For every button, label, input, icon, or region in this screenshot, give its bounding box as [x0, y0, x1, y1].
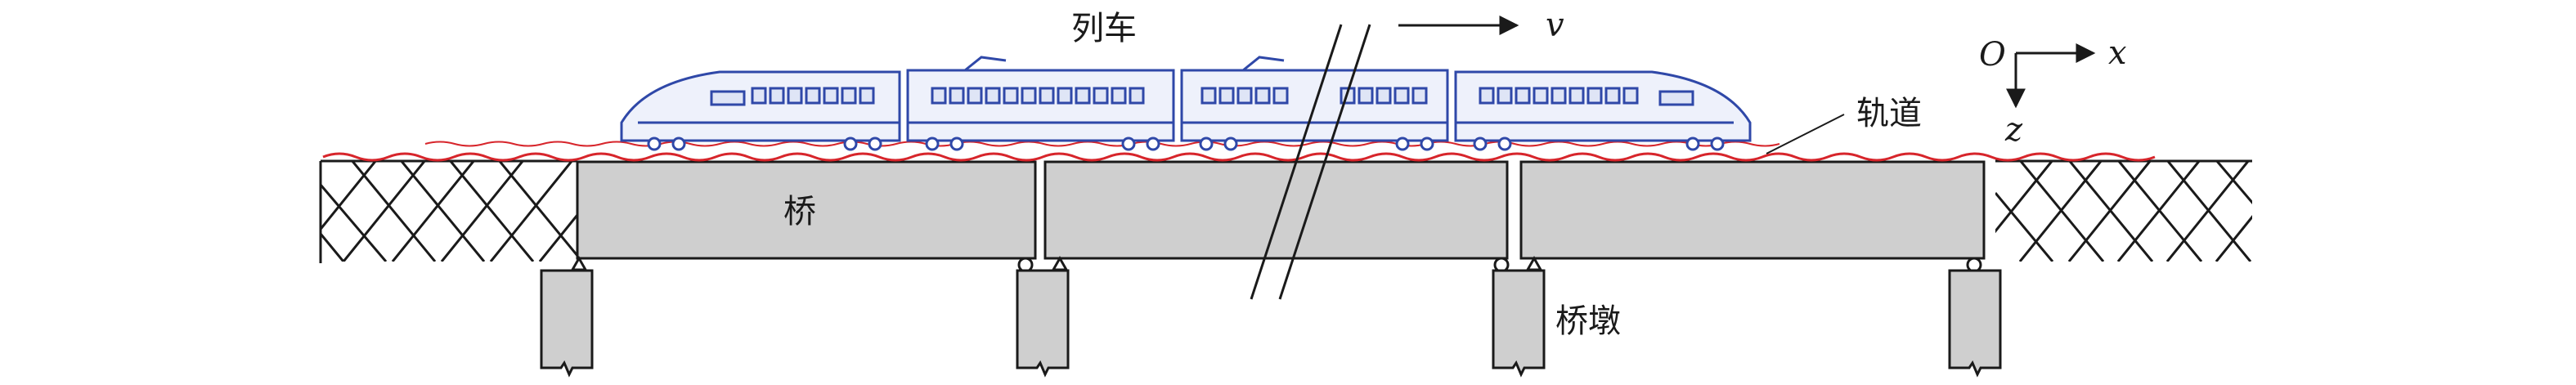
- train: [620, 56, 1752, 151]
- train-car-4: [1454, 70, 1752, 142]
- track-line-2: [424, 141, 1780, 147]
- break-mark: [1250, 24, 1371, 300]
- bridge-girders: [576, 160, 1986, 260]
- bridge-piers: [540, 269, 2002, 378]
- bridge-span-3: [1519, 160, 1986, 260]
- origin-label: O: [1979, 36, 2006, 74]
- z-axis-label: z: [2004, 111, 2023, 149]
- bridge-span-2: [1043, 160, 1509, 260]
- pier-label: 桥墩: [1555, 302, 1621, 340]
- pier-2: [1016, 269, 1070, 378]
- pier-4: [1948, 269, 2002, 378]
- bridge-label: 桥: [783, 193, 816, 231]
- velocity-label: v: [1546, 7, 1564, 44]
- right-abutment: [1995, 159, 2252, 262]
- track-label: 轨道: [1856, 95, 1922, 132]
- pier-1: [540, 269, 594, 378]
- pier-3: [1492, 269, 1546, 378]
- bridge-bearings: [570, 255, 1982, 273]
- train-car-2: [906, 69, 1175, 142]
- x-axis-label: x: [2108, 34, 2127, 72]
- bridge-span-1: [576, 160, 1037, 260]
- track-line: [322, 152, 2156, 162]
- train-wheels: [647, 137, 1725, 151]
- track-leader: [1766, 114, 1845, 154]
- left-abutment: [319, 159, 577, 263]
- coordinate-axes: O x z: [1979, 34, 2127, 149]
- train-car-1: [620, 70, 901, 142]
- train-label: 列车: [1071, 10, 1137, 47]
